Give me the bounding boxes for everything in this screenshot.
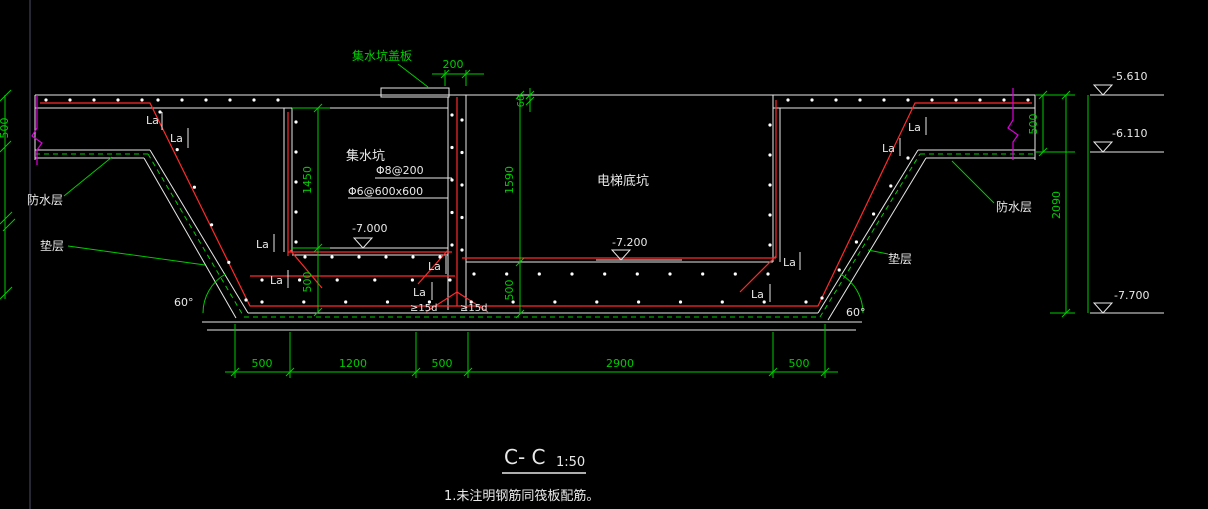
dim-1590: 1590 xyxy=(503,166,516,194)
dim-1450: 1450 xyxy=(301,166,314,194)
anchor-length-label: ≥15d xyxy=(410,303,437,314)
level-value-bottom: -7.700 xyxy=(1114,289,1149,302)
rebar-lines xyxy=(40,97,1032,313)
la-label: La xyxy=(170,132,183,145)
dim-200: 200 xyxy=(443,58,464,71)
sump-cover-plate xyxy=(380,87,450,98)
la-label: La xyxy=(908,121,921,134)
la-label: La xyxy=(428,260,441,273)
level-value-sump: -7.000 xyxy=(352,222,387,235)
sump-pit-label: 集水坑 xyxy=(346,148,385,164)
level-value-pit: -7.200 xyxy=(612,236,647,249)
dim-bottom-4: 2900 xyxy=(606,357,634,370)
dim-bottom-1: 500 xyxy=(252,357,273,370)
la-label: La xyxy=(146,114,159,127)
anchorage-tick-lines xyxy=(161,112,927,302)
sump-cover-label: 集水坑盖板 xyxy=(352,48,412,63)
dim-500-left-edge: 500 xyxy=(0,118,11,139)
anchor-length-label: ≥15d xyxy=(460,303,487,314)
elevator-pit-label: 电梯底坑 xyxy=(597,173,649,189)
rebar-spec-2-label: Φ6@600x600 xyxy=(348,185,423,198)
la-label: La xyxy=(270,274,283,287)
dim-500-pit: 500 xyxy=(503,280,516,301)
dim-bottom-3: 500 xyxy=(432,357,453,370)
dim-500-sump: 500 xyxy=(301,272,314,293)
level-value-top: -5.610 xyxy=(1112,70,1147,83)
waterproof-label-left: 防水层 xyxy=(27,192,63,207)
slope-angle-label-left: 60° xyxy=(174,296,194,309)
structure-outline xyxy=(34,87,1036,474)
la-label: La xyxy=(413,286,426,299)
rebar-section-dots xyxy=(44,98,1030,304)
level-value-mid: -6.110 xyxy=(1112,127,1147,140)
dim-60: 60 xyxy=(516,95,527,108)
level-symbols xyxy=(338,84,1164,314)
la-label: La xyxy=(882,142,895,155)
cushion-label-left: 垫层 xyxy=(40,238,64,253)
la-label: La xyxy=(256,238,269,251)
slope-angle-label-right: 60° xyxy=(846,306,866,319)
section-title: C- C xyxy=(504,445,546,469)
dim-500-right: 500 xyxy=(1027,114,1040,135)
dimension-lines xyxy=(0,63,1089,378)
section-scale: 1:50 xyxy=(556,455,585,470)
la-label: La xyxy=(783,256,796,269)
la-label: La xyxy=(751,288,764,301)
drawing-note: 1.未注明钢筋同筏板配筋。 xyxy=(444,488,599,504)
waterproof-label-right: 防水层 xyxy=(996,199,1032,214)
dim-bottom-2: 1200 xyxy=(339,357,367,370)
dim-2090: 2090 xyxy=(1050,191,1063,219)
dim-bottom-5: 500 xyxy=(789,357,810,370)
rebar-spec-1-label: Φ8@200 xyxy=(376,164,424,177)
waterproof-membrane-lines xyxy=(35,153,1035,318)
cushion-label-right: 垫层 xyxy=(888,251,912,266)
break-lines xyxy=(31,88,1019,165)
